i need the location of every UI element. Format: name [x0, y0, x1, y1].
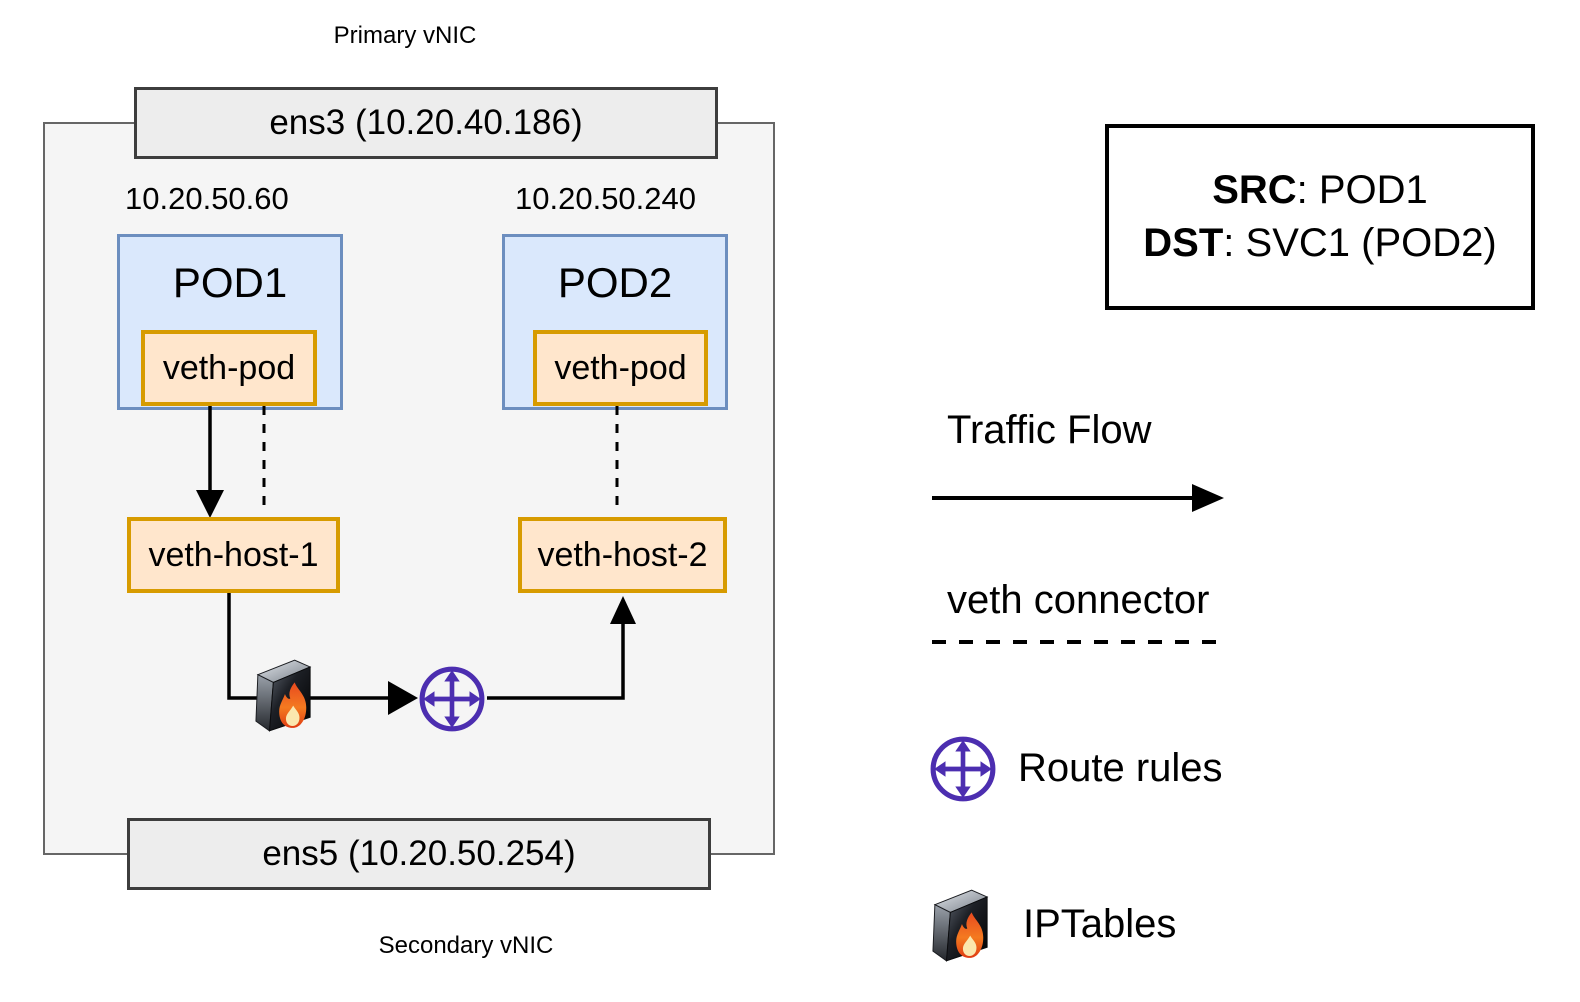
pod2-name: POD2 — [557, 259, 673, 306]
iptables-firewall-icon — [255, 659, 312, 732]
src-value: : POD1 — [1296, 168, 1428, 213]
legend-dst-line: DST: SVC1 (POD2) — [1143, 217, 1496, 270]
arrowhead-traffic-flow — [1192, 484, 1224, 512]
pod1-name: POD1 — [172, 259, 288, 306]
src-label: SRC — [1212, 168, 1297, 213]
flow-legend-box: SRC: POD1 DST: SVC1 (POD2) — [1105, 124, 1535, 310]
veth-host-2-node: veth-host-2 — [518, 517, 727, 593]
pod1-veth-pod-node: veth-pod — [141, 330, 317, 406]
traffic-flow-label: Traffic Flow — [947, 408, 1152, 452]
host-node — [43, 122, 775, 855]
pod1-veth-pod-label: veth-pod — [162, 348, 296, 387]
pod1-ip-label: 10.20.50.60 — [125, 181, 289, 216]
iptables-legend-icon — [932, 889, 989, 962]
pod2-veth-pod-node: veth-pod — [533, 330, 708, 406]
veth-host-1-label: veth-host-1 — [148, 535, 319, 574]
secondary-vnic-label: Secondary vNIC — [378, 932, 554, 959]
veth-connector-label: veth connector — [947, 578, 1210, 622]
ens3-nic-label: ens3 (10.20.40.186) — [269, 103, 583, 142]
dst-label: DST — [1143, 221, 1224, 265]
primary-vnic-label: Primary vNIC — [333, 22, 477, 49]
ens5-nic-node: ens5 (10.20.50.254) — [127, 818, 711, 890]
ens3-nic-node: ens3 (10.20.40.186) — [134, 87, 718, 159]
veth-host-2-label: veth-host-2 — [537, 535, 708, 574]
route-rules-legend-icon — [930, 736, 996, 802]
pod2-veth-pod-label: veth-pod — [554, 348, 687, 387]
veth-host-1-node: veth-host-1 — [127, 517, 340, 593]
dst-value: : SVC1 (POD2) — [1223, 221, 1497, 265]
ens5-nic-label: ens5 (10.20.50.254) — [262, 834, 576, 873]
route-rules-label: Route rules — [1018, 746, 1223, 790]
pod2-ip-label: 10.20.50.240 — [515, 181, 697, 216]
route-rules-icon — [419, 666, 485, 732]
iptables-label: IPTables — [1023, 902, 1177, 946]
flame-glyph — [956, 912, 984, 958]
legend-src-line: SRC: POD1 — [1212, 164, 1428, 217]
